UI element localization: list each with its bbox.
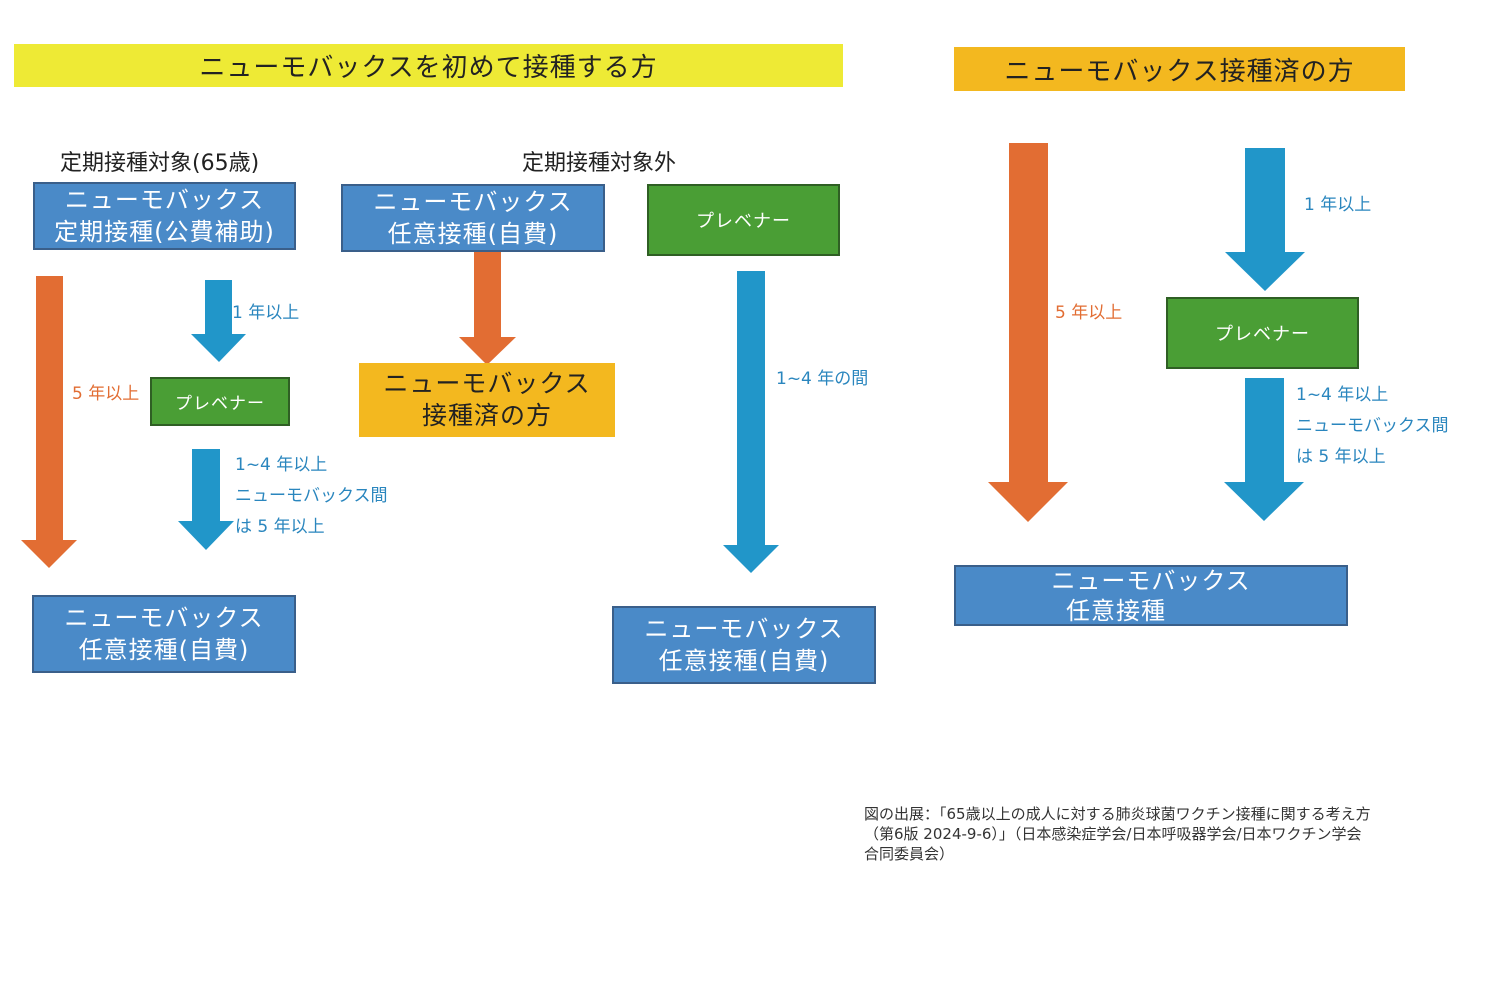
box-already-end-line2: 任意接種 [1066, 596, 1166, 625]
label-already-one-year: 1 年以上 [1304, 195, 1372, 215]
source-note-line2: （第6版 2024-9-6）」（日本感染症学会/日本呼吸器学会/日本ワクチン学会 [864, 825, 1362, 843]
heading-routine: 定期接種対象(65歳) [60, 151, 260, 176]
source-note-line3: 合同委員会） [864, 845, 955, 863]
label-routine-one-year: 1 年以上 [232, 303, 300, 323]
box-prevenar-mid-label: プレベナー [175, 394, 265, 414]
arrow-prevenar-1to4 [723, 271, 779, 573]
box-nonroutine-start: ニューモバックス 任意接種(自費) [341, 184, 605, 252]
box-routine-end-line1: ニューモバックス [64, 604, 264, 632]
banner-already-text: ニューモバックス接種済の方 [1004, 56, 1355, 87]
label-routine-interval-line3: は 5 年以上 [235, 517, 325, 537]
arrow-routine-interval [178, 449, 234, 550]
label-already-interval: 1~4 年以上 ニューモバックス間 は 5 年以上 [1296, 380, 1449, 473]
box-routine-start: ニューモバックス 定期接種(公費補助) [33, 182, 296, 250]
heading-non-routine: 定期接種対象外 [522, 151, 677, 176]
box-routine-start-line2: 定期接種(公費補助) [54, 218, 275, 246]
box-prevenar-end: ニューモバックス 任意接種(自費) [612, 606, 876, 684]
arrow-already-1yr [1225, 148, 1305, 291]
box-already-done-line2: 接種済の方 [421, 401, 552, 430]
label-prevenar-one-to-four: 1~4 年の間 [776, 369, 869, 389]
box-nonroutine-start-line1: ニューモバックス [373, 188, 573, 216]
box-already-end-line1: ニューモバックス [1051, 566, 1251, 595]
label-already-interval-line1: 1~4 年以上 [1296, 385, 1389, 405]
box-nonroutine-start-line2: 任意接種(自費) [387, 220, 559, 248]
box-prevenar-end-line2: 任意接種(自費) [658, 647, 830, 675]
banner-already: ニューモバックス接種済の方 [954, 47, 1405, 91]
label-already-five-years: 5 年以上 [1055, 303, 1123, 323]
box-already-done-line1: ニューモバックス [383, 369, 591, 398]
label-routine-interval: 1~4 年以上 ニューモバックス間 は 5 年以上 [235, 450, 388, 543]
box-prevenar-mid: プレベナー [150, 377, 290, 426]
box-already-done: ニューモバックス 接種済の方 [359, 363, 615, 437]
box-prevenar-end-line1: ニューモバックス [644, 615, 844, 643]
box-prevenar-right-label: プレベナー [696, 211, 791, 232]
arrow-routine-5yr [21, 276, 77, 568]
label-routine-five-years: 5 年以上 [72, 384, 140, 404]
box-routine-end-line2: 任意接種(自費) [78, 636, 250, 664]
box-prevenar-after: プレベナー [1166, 297, 1359, 369]
banner-first-time: ニューモバックスを初めて接種する方 [14, 44, 843, 87]
banner-first-time-text: ニューモバックスを初めて接種する方 [199, 53, 658, 83]
label-already-interval-line3: は 5 年以上 [1296, 447, 1386, 467]
source-note-line1: 図の出展：「65歳以上の成人に対する肺炎球菌ワクチン接種に関する考え方 [864, 805, 1371, 823]
arrow-already-interval [1224, 378, 1304, 521]
box-prevenar-right: プレベナー [647, 184, 840, 256]
arrow-already-5yr [988, 143, 1068, 522]
label-routine-interval-line2: ニューモバックス間 [235, 486, 388, 506]
label-routine-interval-line1: 1~4 年以上 [235, 455, 328, 475]
box-routine-end: ニューモバックス 任意接種(自費) [32, 595, 296, 673]
arrow-routine-1yr [191, 280, 246, 362]
box-already-end: ニューモバックス 任意接種 [954, 565, 1348, 626]
label-already-interval-line2: ニューモバックス間 [1296, 416, 1449, 436]
box-prevenar-after-label: プレベナー [1215, 324, 1310, 345]
box-routine-start-line1: ニューモバックス [64, 186, 265, 214]
source-note: 図の出展：「65歳以上の成人に対する肺炎球菌ワクチン接種に関する考え方 （第6版… [864, 804, 1371, 864]
arrow-nonroutine-to-done [459, 252, 516, 365]
